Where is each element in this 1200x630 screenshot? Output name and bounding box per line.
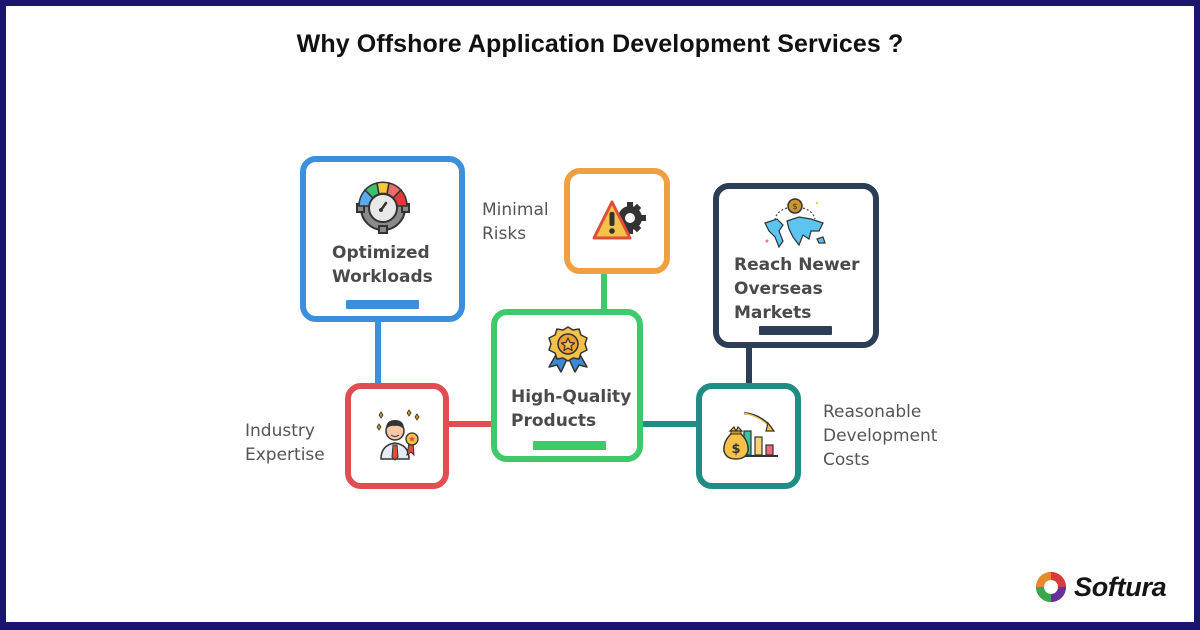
node-overseas-markets-line2: Overseas — [734, 279, 823, 299]
softura-logo-icon — [1036, 572, 1066, 602]
node-optimized-workloads-line2: Workloads — [332, 267, 433, 287]
connector-risks-quality — [601, 270, 607, 315]
node-overseas-markets-line1: Reach Newer — [734, 255, 860, 275]
node-high-quality-products: High-Quality Products — [491, 309, 643, 462]
award-badge-icon — [548, 326, 588, 373]
node-high-quality-products-line1: High-Quality — [511, 387, 632, 407]
speedometer-gear-icon — [356, 181, 410, 234]
world-map-coin-icon: $ — [764, 198, 826, 249]
label-development-costs-line1: Reasonable — [823, 402, 922, 422]
node-minimal-risks — [564, 168, 670, 274]
label-industry-expertise-line2: Expertise — [245, 445, 325, 465]
label-minimal-risks-line1: Minimal — [482, 200, 549, 220]
label-development-costs-line3: Costs — [823, 450, 870, 470]
connector-quality-costs — [640, 421, 700, 427]
warning-gear-icon — [592, 200, 646, 240]
node-high-quality-products-line2: Products — [511, 411, 597, 431]
node-industry-expertise — [345, 383, 449, 489]
connector-expertise-quality — [445, 421, 497, 427]
softura-logo-text: Softura — [1074, 571, 1167, 602]
node-optimized-workloads-line1: Optimized — [332, 243, 430, 263]
connector-optimized-expertise — [375, 318, 381, 388]
label-industry-expertise-line1: Industry — [245, 421, 315, 441]
node-optimized-workloads: Optimized Workloads — [300, 156, 465, 322]
node-high-quality-products-bar — [533, 441, 606, 450]
expert-person-medal-icon — [376, 409, 420, 461]
money-bag-chart-icon: $ — [723, 411, 778, 460]
svg-text:$: $ — [731, 442, 740, 457]
label-minimal-risks-line2: Risks — [482, 224, 527, 244]
page-title: Why Offshore Application Development Ser… — [296, 30, 904, 58]
svg-text:$: $ — [792, 202, 797, 211]
node-overseas-markets-line3: Markets — [734, 303, 812, 323]
connector-markets-costs — [746, 344, 752, 386]
node-optimized-workloads-bar — [346, 300, 419, 309]
softura-logo: Softura — [1034, 570, 1167, 604]
node-overseas-markets: $ Reach Newer Overseas Markets — [713, 183, 879, 348]
node-development-costs: $ — [696, 383, 801, 489]
node-overseas-markets-bar — [759, 326, 832, 335]
label-development-costs-line2: Development — [823, 426, 938, 446]
